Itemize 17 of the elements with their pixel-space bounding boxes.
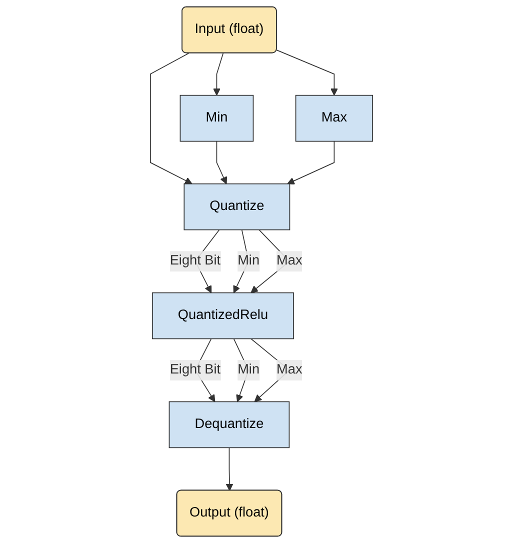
node-box: Min xyxy=(180,94,254,142)
node-box: Dequantize xyxy=(168,401,290,448)
edge-label: Max xyxy=(276,254,302,268)
edge-label: Eight Bit xyxy=(170,254,221,268)
edge-label: Min xyxy=(238,362,260,378)
arrow xyxy=(216,140,228,184)
node-box: QuantizedRelu xyxy=(152,292,294,340)
node-box: Max xyxy=(295,94,373,142)
arrow xyxy=(287,140,335,184)
arrow xyxy=(276,50,338,96)
arrow xyxy=(150,52,192,184)
node-box: Quantize xyxy=(184,183,290,230)
arrow xyxy=(212,52,224,96)
edge-label: Eight Bit xyxy=(170,362,221,378)
edge-label: Min xyxy=(238,254,260,268)
arrow xyxy=(226,447,234,491)
edge-label: Max xyxy=(276,362,302,378)
